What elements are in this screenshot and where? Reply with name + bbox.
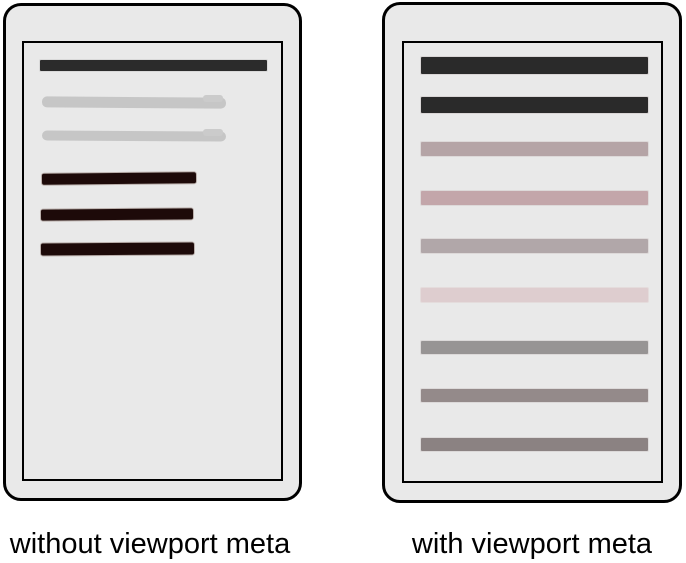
phone-screen-with-viewport xyxy=(402,41,663,483)
text-line-cap xyxy=(203,95,223,102)
text-line-bar xyxy=(421,341,648,354)
label-without-viewport-meta: without viewport meta xyxy=(9,528,291,560)
heading-bar xyxy=(40,60,267,71)
phone-mockup-with-viewport xyxy=(382,2,682,503)
text-line-bar xyxy=(421,142,648,156)
dark-text-bar xyxy=(40,208,194,221)
text-line-bar xyxy=(421,438,648,451)
dark-text-bar xyxy=(40,242,195,256)
phone-screen-without-viewport xyxy=(22,41,283,481)
text-line-bar xyxy=(421,191,648,205)
heading-bar xyxy=(421,97,648,113)
heading-bar xyxy=(421,57,648,74)
dark-text-bar xyxy=(41,172,197,185)
text-line-bar xyxy=(41,96,227,109)
text-line-bar xyxy=(421,288,648,302)
label-with-viewport-meta: with viewport meta xyxy=(411,528,653,560)
text-line-bar xyxy=(421,239,648,253)
text-line-bar xyxy=(41,130,227,142)
text-line-bar xyxy=(421,389,648,402)
text-line-cap xyxy=(203,129,223,136)
phone-mockup-without-viewport xyxy=(3,3,302,501)
